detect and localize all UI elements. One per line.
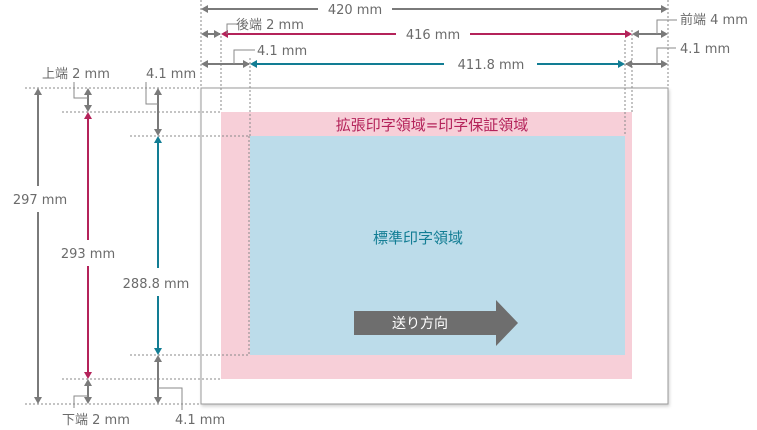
top-margin-label: 上端 2 mm: [42, 67, 110, 82]
right-arrow-icon: [354, 300, 518, 346]
right-offset-label: 4.1 mm: [680, 42, 730, 57]
bottom-offset-label: 4.1 mm: [175, 413, 225, 428]
bottom-margin-label: 下端 2 mm: [62, 413, 130, 428]
front-margin-label: 前端 4 mm: [680, 12, 748, 28]
rear-margin-label: 後端 2 mm: [236, 18, 304, 33]
top-offset-label: 4.1 mm: [146, 67, 196, 82]
extended-print-area-label: 拡張印字領域=印字保証領域: [336, 116, 529, 134]
feed-direction-label: 送り方向: [392, 316, 448, 332]
width-standard-label: 411.8 mm: [458, 58, 525, 73]
height-total-label: 297 mm: [13, 193, 67, 208]
height-extended-label: 293 mm: [61, 247, 115, 262]
width-total-label: 420 mm: [328, 3, 382, 18]
width-extended-label: 416 mm: [406, 28, 460, 43]
left-offset-label: 4.1 mm: [257, 44, 307, 59]
standard-print-area-label: 標準印字領域: [373, 229, 463, 247]
height-standard-label: 288.8 mm: [123, 277, 190, 292]
